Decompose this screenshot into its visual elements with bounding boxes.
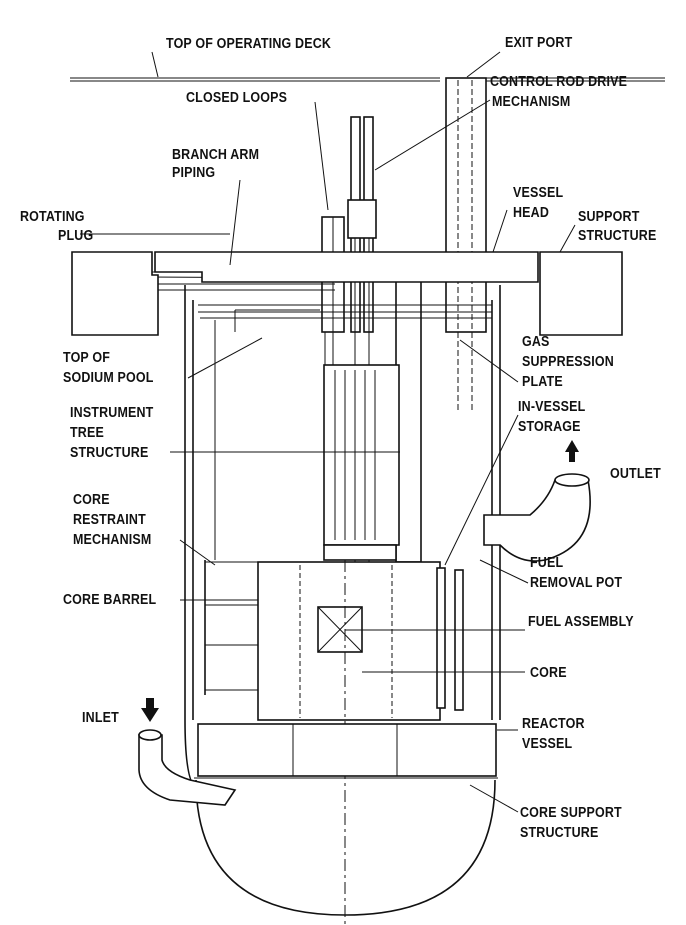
inlet-arrow-icon bbox=[141, 698, 159, 722]
instrument-tree bbox=[323, 364, 400, 561]
label-control-rod-drive-2: MECHANISM bbox=[492, 94, 571, 110]
label-rotating-plug: ROTATING bbox=[20, 209, 85, 225]
label-core-support: CORE SUPPORT bbox=[520, 805, 622, 821]
label-instrument-tree: INSTRUMENT bbox=[70, 405, 154, 421]
label-exit-port: EXIT PORT bbox=[505, 35, 573, 51]
label-branch-arm: BRANCH ARM bbox=[172, 147, 260, 163]
label-support-structure: SUPPORT bbox=[578, 209, 640, 225]
label-instrument-tree-2: TREE bbox=[70, 425, 104, 441]
label-core-barrel: CORE BARREL bbox=[63, 592, 157, 608]
label-core-restraint-2: RESTRAINT bbox=[73, 512, 146, 528]
reactor-vessel bbox=[184, 285, 501, 916]
control-rod-drive bbox=[347, 116, 377, 565]
leader-lines bbox=[80, 51, 576, 813]
label-core: CORE bbox=[530, 665, 567, 681]
label-sodium-pool-2: SODIUM POOL bbox=[63, 370, 154, 386]
support-structure bbox=[71, 251, 623, 336]
label-fuel-removal-pot: FUEL bbox=[530, 555, 564, 571]
label-core-restraint: CORE bbox=[73, 492, 110, 508]
label-support-structure-2: STRUCTURE bbox=[578, 228, 657, 244]
label-core-restraint-3: MECHANISM bbox=[73, 532, 152, 548]
label-gas-suppression: GAS bbox=[522, 334, 550, 350]
label-outlet: OUTLET bbox=[610, 466, 661, 482]
label-branch-arm-2: PIPING bbox=[172, 165, 216, 181]
label-reactor-vessel: REACTOR bbox=[522, 716, 585, 732]
label-rotating-plug-2: PLUG bbox=[58, 228, 94, 244]
label-fuel-assembly: FUEL ASSEMBLY bbox=[528, 614, 634, 630]
label-fuel-removal-pot-2: REMOVAL POT bbox=[530, 575, 623, 591]
label-sodium-pool: TOP OF bbox=[63, 350, 111, 366]
core-support-structure bbox=[194, 723, 498, 779]
label-in-vessel-storage: IN-VESSEL bbox=[518, 399, 586, 415]
label-vessel-head-2: HEAD bbox=[513, 205, 550, 221]
exit-port-column bbox=[445, 77, 487, 410]
core-region bbox=[204, 560, 441, 925]
label-reactor-vessel-2: VESSEL bbox=[522, 736, 573, 752]
label-closed-loops: CLOSED LOOPS bbox=[186, 90, 288, 106]
label-gas-suppression-3: PLATE bbox=[522, 374, 563, 390]
outlet-arrow-icon bbox=[565, 440, 579, 462]
in-vessel-storage-tubes bbox=[436, 567, 464, 711]
label-instrument-tree-3: STRUCTURE bbox=[70, 445, 149, 461]
label-gas-suppression-2: SUPPRESSION bbox=[522, 354, 614, 370]
inlet-pipe bbox=[138, 698, 237, 806]
label-top-of-operating-deck: TOP OF OPERATING DECK bbox=[166, 36, 332, 52]
label-vessel-head: VESSEL bbox=[513, 185, 564, 201]
label-core-support-2: STRUCTURE bbox=[520, 825, 599, 841]
label-inlet: INLET bbox=[82, 710, 119, 726]
label-in-vessel-storage-2: STORAGE bbox=[518, 419, 581, 435]
operating-deck-line bbox=[70, 77, 665, 82]
label-control-rod-drive: CONTROL ROD DRIVE bbox=[490, 74, 628, 90]
outlet-pipe bbox=[483, 440, 591, 562]
